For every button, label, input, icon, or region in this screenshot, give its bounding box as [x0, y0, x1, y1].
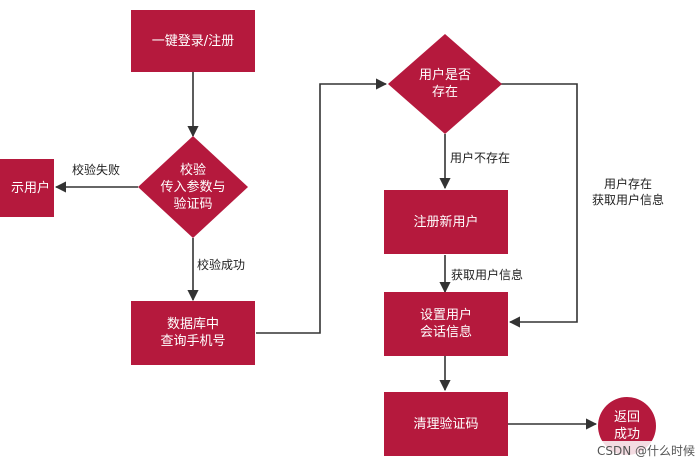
csdn-watermark: CSDN @什么时候 [593, 441, 698, 460]
node-show-user: 示用户 [0, 159, 54, 217]
edge-query-exists [256, 78, 388, 334]
node-user-exists-label: 用户是否 存在 [418, 68, 471, 100]
label-user-exists: 用户存在 获取用户信息 [592, 177, 665, 207]
node-clear-code: 清理验证码 [384, 392, 508, 456]
edge-exists-session [500, 83, 578, 328]
node-validate-label: 校验 传入参数与 验证码 [160, 162, 226, 212]
label-validate-fail: 校验失败 [72, 163, 121, 177]
node-query-db: 数据库中 查询手机号 [131, 301, 255, 365]
diamond-shape [388, 34, 502, 134]
node-validate: 校验 传入参数与 验证码 [138, 136, 248, 238]
label-user-not-exists: 用户不存在 [450, 151, 511, 165]
label-get-user-info: 获取用户信息 [451, 268, 524, 282]
node-set-session: 设置用户 会话信息 [384, 292, 508, 356]
node-register: 注册新用户 [384, 190, 508, 254]
node-user-exists: 用户是否 存在 [388, 34, 502, 134]
diamond-shape [138, 136, 248, 238]
node-login: 一键登录/注册 [131, 10, 255, 72]
label-validate-success: 校验成功 [197, 258, 246, 272]
